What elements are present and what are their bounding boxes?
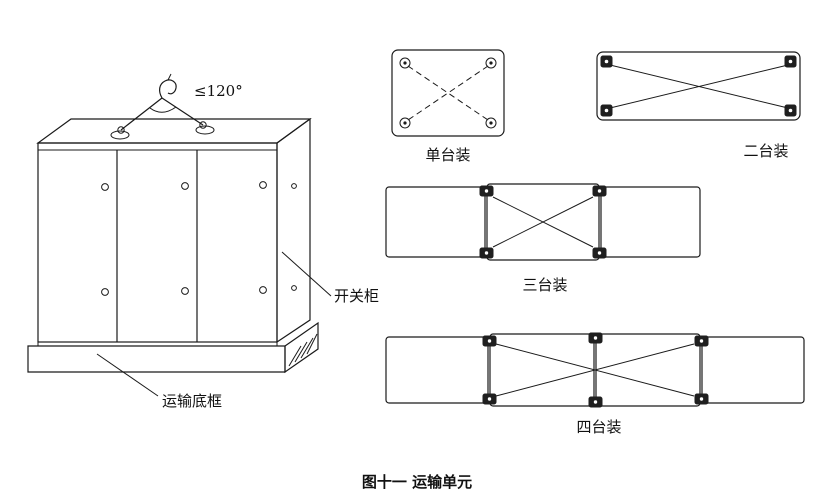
switchgear-label: 开关柜 (334, 287, 379, 305)
single-unit-label: 单台装 (425, 146, 470, 164)
double-unit-diagram: 二台装 (596, 51, 801, 160)
switchgear-cabinet-drawing: ≤120° 开关柜 运输底框 (27, 73, 379, 410)
quad-unit-label: 四台装 (576, 418, 621, 436)
base-frame-leader-line (96, 353, 159, 397)
quad-unit-diagram: 四台装 (385, 332, 805, 436)
angle-arc (149, 106, 177, 113)
base-frame (27, 321, 319, 374)
triple-unit-label: 三台装 (522, 276, 567, 294)
lifting-sling (110, 73, 215, 140)
angle-label: ≤120° (194, 82, 243, 100)
base-frame-label: 运输底框 (162, 392, 222, 410)
base-hatching (288, 333, 318, 367)
single-unit-diagram: 单台装 (391, 49, 505, 164)
cabinet-doors (116, 150, 198, 342)
triple-unit-diagram: 三台装 (385, 183, 701, 294)
cabinet-body (36, 117, 312, 344)
hook-icon (159, 79, 177, 99)
switchgear-leader-line (281, 251, 332, 297)
door-knobs (101, 181, 297, 296)
figure-caption: 图十一 运输单元 (362, 473, 472, 491)
double-unit-label: 二台装 (743, 142, 788, 160)
